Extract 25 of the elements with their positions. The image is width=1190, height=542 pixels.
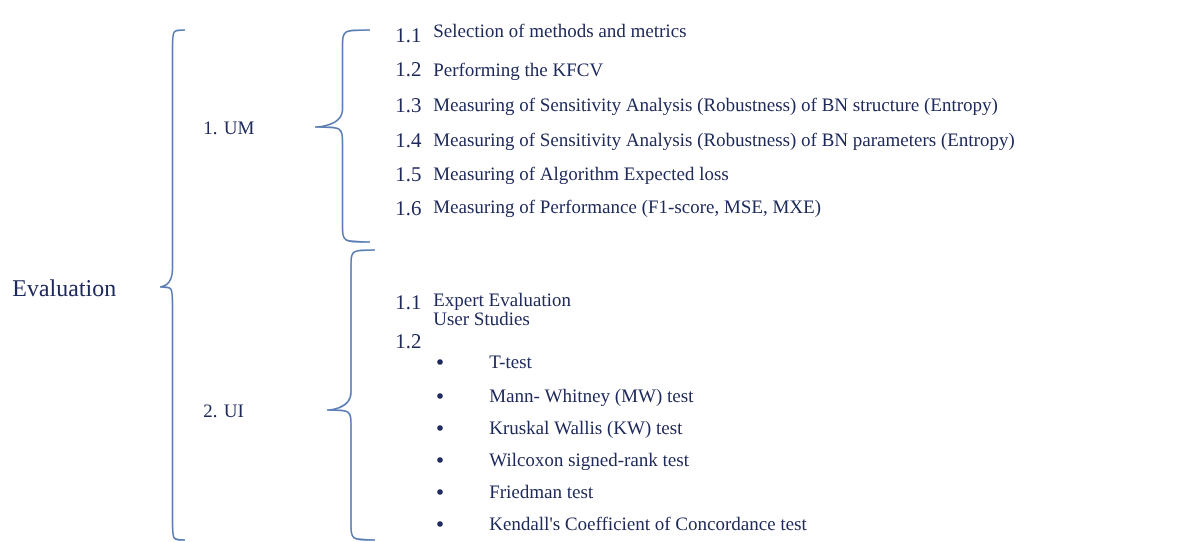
- list-item: Measuring of Sensitivity Analysis (Robustness) of BN structure (Entropy): [433, 97, 998, 116]
- bullet-item: Kendall's Coefficient of Concordance test: [437, 516, 807, 531]
- item-number: 1.2: [397, 334, 421, 349]
- item-number: 1.2: [397, 62, 421, 77]
- group-label: 2. UI: [204, 404, 244, 418]
- list-item: Measuring of Sensitivity Analysis (Robustness) of BN parameters (Entropy): [433, 132, 1014, 151]
- item-number: 1.1: [397, 28, 421, 43]
- list-item: Expert Evaluation: [433, 292, 571, 311]
- item-number: 1.1: [397, 295, 421, 310]
- bullet-item: Wilcoxon signed-rank test: [437, 452, 689, 471]
- bullet-item: Friedman test: [437, 484, 594, 499]
- bullet-item: Mann- Whitney (MW) test: [437, 388, 694, 407]
- group-label: 1. UM: [204, 121, 254, 135]
- list-item: Selection of methods and metrics: [434, 23, 686, 38]
- name-heading: Evaluation: [12, 279, 116, 297]
- list-item: Measuring of Performance (F1-score, MSE, MXE): [433, 199, 821, 218]
- item-number: 1.4: [397, 133, 422, 148]
- list-item: User Studies: [433, 311, 530, 326]
- item-number: 1.3: [397, 98, 421, 113]
- list-item: Measuring of Algorithm Expected loss: [433, 166, 729, 185]
- list-item: Performing the KFCV: [433, 62, 603, 81]
- bullet-item: Kruskal Wallis (KW) test: [437, 420, 683, 439]
- bullet-item: T-test: [437, 355, 532, 369]
- item-number: 1.5: [397, 167, 421, 182]
- item-number: 1.6: [397, 201, 421, 216]
